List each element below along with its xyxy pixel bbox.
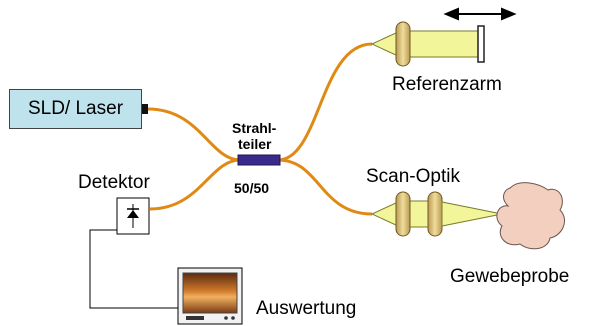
splitter-label-line1: Strahl- (232, 120, 277, 136)
scan-optics-label: Scan-Optik (366, 166, 460, 187)
laser-connector (142, 104, 148, 114)
reference-beam (409, 30, 479, 58)
reference-mirror (477, 25, 485, 63)
fiber-splitter-to-reference (277, 42, 373, 162)
fiber-splitter-to-sample (277, 158, 373, 216)
scan-optics (370, 191, 503, 237)
laser-source-box: SLD/ Laser (9, 89, 142, 129)
scan-lens-2 (427, 191, 443, 237)
splitter-label-line2: teiler (238, 136, 272, 152)
optical-fibers (147, 42, 373, 216)
fiber-laser-to-splitter (147, 107, 241, 162)
reference-lens (395, 21, 411, 67)
tissue-sample-label: Gewebeprobe (450, 266, 570, 287)
mirror-movement-arrow-icon (443, 7, 517, 21)
evaluation-label: Auswertung (256, 298, 357, 319)
focused-beam (441, 201, 503, 227)
reference-arm-optics (370, 7, 517, 67)
tissue-sample (496, 182, 565, 250)
scan-beam-cone (370, 201, 399, 227)
reference-beam-cone (370, 31, 399, 57)
detector-label: Detektor (78, 172, 150, 193)
scan-lens-1 (395, 191, 411, 237)
beam-splitter (237, 154, 281, 166)
laser-label: SLD/ Laser (27, 98, 124, 119)
detector-cable (89, 229, 178, 309)
monitor-icon (177, 267, 243, 325)
detector-icon (116, 197, 150, 235)
reference-arm-label: Referenzarm (392, 74, 502, 95)
fiber-detector-to-splitter (149, 158, 241, 211)
splitter-ratio-label: 50/50 (234, 180, 270, 196)
